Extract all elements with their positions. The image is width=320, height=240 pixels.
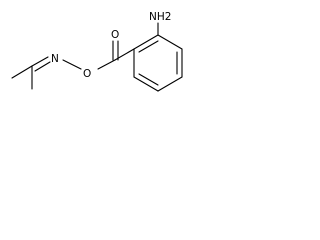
ring-inner-double-1: [138, 40, 159, 53]
bond-methyl-left: [11, 65, 33, 79]
atom-label-nh2: NH2: [149, 11, 171, 23]
atom-label-n-imine: N: [51, 53, 59, 65]
atom-label-o-ester: O: [83, 68, 91, 80]
ring-bond-2: [157, 34, 183, 50]
bond-o-carbonyl: [97, 59, 116, 70]
ring-inner-double-3: [138, 73, 159, 86]
bond-c-n-double-a: [31, 56, 49, 67]
atom-label-o-carbonyl: O: [111, 29, 119, 41]
ring-bond-4: [157, 76, 183, 92]
bond-c-n-double-b: [34, 61, 51, 72]
atom-labels: N O O NH2: [51, 11, 171, 80]
bond-carbonyl-ring: [114, 48, 135, 61]
bonds: [11, 22, 183, 92]
structure-canvas: N O O NH2: [11, 11, 183, 92]
ring-bond-5: [133, 76, 159, 92]
bond-n-o: [62, 59, 82, 70]
ring-bond-1: [133, 34, 159, 50]
